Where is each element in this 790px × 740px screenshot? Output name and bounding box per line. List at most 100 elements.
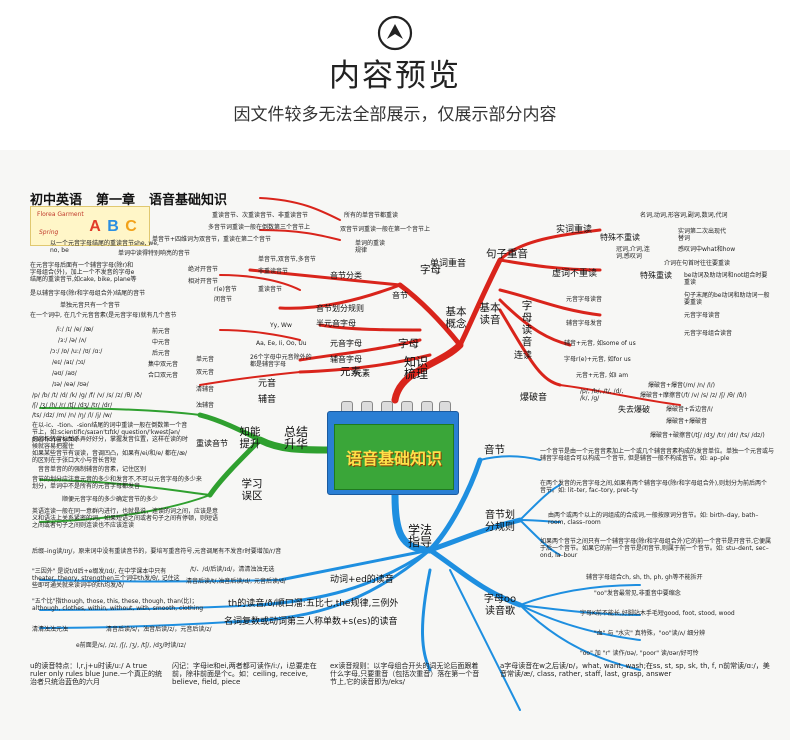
syllable-concept-label: 音节 — [392, 291, 408, 300]
consonant-row-1: /ʃ/ /ʒ/ /h/ /r/ /tʃ/ /dʒ/ /tr/ /dr/ — [32, 402, 113, 409]
consonant-row-0: /p/ /b/ /t/ /d/ /k/ /g/ /f/ /v/ /s/ /z/ … — [32, 392, 142, 399]
red-branch-basic-concepts — [397, 282, 463, 348]
blue-trunk-method — [391, 491, 434, 554]
syllable-class: 音节分类 — [330, 271, 362, 280]
abc-caption-2: Spring — [39, 229, 59, 236]
vowel-row-1: /ɜ:/ /ə/ /ʌ/ — [58, 337, 87, 344]
stress-rule-1: 双音节词重读一般在第一个音节上 — [340, 226, 431, 233]
ed-rule: /t/、/d/后读/ɪd/，清清浊浊无选 — [190, 566, 275, 573]
vowel-read-note: 元音字母读音 — [684, 312, 721, 319]
letter-branch-label: 字母 — [420, 264, 441, 276]
vowel-label: 元音 — [258, 379, 277, 389]
scroll-up-icon[interactable] — [376, 14, 414, 52]
open-syllable-note: 在元音字母后面有一个辅音字母(除r)和字母组合(外)，加上一个不发音的字母e结尾… — [30, 262, 137, 283]
closed-syllable-note: 是以辅音字母(除r和字母组合外)结尾的音节 — [30, 290, 146, 297]
abc-letter-b: B — [107, 218, 119, 235]
lose-plosion-label: 失去爆破 — [618, 405, 650, 414]
vowel-type-3: 集中双元音 — [148, 361, 179, 368]
chapter-number: 第一章 — [96, 192, 136, 207]
division-rule-3: 如果两个音节之间只有一个辅音字母(除r和字母组合外)它的前一个音节是开音节,它便… — [540, 538, 772, 559]
consonant-note: 在以-ic、-tion、-sion结尾的词中重读一般在倒数第一个音节上，如:sc… — [32, 422, 188, 443]
special-stress-note: 介词在句首时往往要重读 — [664, 260, 731, 267]
real-words-list: 名词,动词,形容词,副词,数词,代词 — [640, 212, 728, 219]
liaison-rule: 辅音+元音, 如some of us — [564, 340, 636, 347]
oo-note-1: 辅音字母组合ch, sh, th, ph, gh等不能拆开 — [586, 574, 703, 581]
plosion-item-0: 爆破音+爆音(/m/ /n/ /l/) — [648, 382, 715, 389]
syllable-division: 音节划分规则 — [316, 304, 364, 313]
abc-letter-c: C — [125, 218, 137, 235]
word-stress-label: 单词重音 — [430, 259, 467, 269]
vowel-count-note: 顺便元音字母的多少确定音节的多少 — [62, 496, 159, 503]
plosion-item-4: 爆破音+破擦音(/tʃ/ /dʒ/ /tr/ /dr/ /ts/ /dz/) — [650, 432, 765, 439]
special-note-1: 实词第二次出现代替词 — [678, 228, 727, 242]
vowel-letters: Aa, Ee, Ii, Oo, Uu — [256, 340, 307, 347]
sentence-stress-label: 句子重音 — [486, 248, 528, 260]
consonant-letters: 26个字母中元音除外的都是辅音字母 — [250, 354, 312, 368]
stress-rule-0: 所有的单音节都重读 — [344, 212, 399, 219]
syllable-division-label: 音节划分规则 — [485, 510, 515, 533]
letter-reading-label: 字母读音 — [521, 300, 533, 348]
misconception-label: 学习误区 — [241, 478, 263, 502]
consonant-type-1: 浊辅音 — [196, 402, 215, 409]
half-vowel-label: 半元音字母 — [316, 319, 356, 328]
green-branch-ability — [197, 412, 263, 443]
abc-caption: Florea Garment — [37, 211, 84, 218]
plosion-sounds: /p/, /b/, /t/, /d/, /k/, /g/ — [580, 388, 624, 402]
basic-reading-label: 基本读音 — [479, 302, 501, 326]
stress-note-0: 把音标转音标关系弄好好分，掌握发音位置，这样在读的时候就容易把握住 — [32, 436, 189, 450]
elements-label: 元素 — [354, 369, 370, 378]
division-note: 在一个词中, 在几个元音音素(是元音字母)就有几个音节 — [30, 312, 177, 319]
liaison-rule-2: 字母r(e)+元音, 如for us — [564, 356, 631, 363]
oo-note-3: 字母K前不能长,好脚站木手毛短good, foot, stood, wood — [580, 610, 735, 617]
page-subtitle: 因文件较多无法全部展示，仅展示部分内容 — [233, 105, 557, 125]
plosion-item-1: 爆破音+摩擦音(/f/ /v/ /s/ /z/ /ʃ/ /θ/ /ð/) — [640, 392, 747, 399]
ed-note-0: "三因外" 是说t/d后+e缀发/ɪd/, 在中学课本中只有theater, t… — [32, 568, 180, 589]
central-topic-title: 语音基础知识 — [345, 449, 442, 468]
basic-concepts-label: 基本概念 — [445, 306, 467, 330]
page-title: 内容预览 — [329, 58, 461, 94]
syllable-class-item-0: 非重读音节 — [258, 268, 289, 275]
half-vowel-letters: Yy, Ww — [270, 322, 292, 329]
vowel-row-2: /ɔ:/ /ɒ/ /u:/ /ʊ/ /ɑ:/ — [50, 348, 103, 355]
ability-label: 知能提升 — [239, 426, 261, 450]
stress-note-1: 如果某些音节有误读，音调凹凸，如果有/ei/和/e/ 都在/æ/的区别在于张口大… — [32, 450, 187, 464]
single-vowel-note: 单词中读得特别响亮的音节 — [118, 250, 191, 257]
stress-rule-4: 单音节+四维词为双音节，重读在第二个音节 — [152, 236, 272, 243]
syllable-method-label: 音节 — [484, 444, 505, 456]
stress-rule-2: 重读音节、次重读音节、非重读音节 — [212, 212, 309, 219]
stress-rule-3: 多音节词重读一般在倒数第三个音节上 — [208, 224, 311, 231]
red-branch-basic-reading — [457, 257, 503, 348]
ed-note-1: "五个比"指though, those, this, these, though… — [32, 598, 204, 612]
plural-rule-2: 清音后读/s/，浊音后读/z/，元音后读/z/ — [106, 626, 212, 633]
mind-map-branches — [39, 197, 681, 711]
plosion-item-3: 爆破音+爆破音 — [666, 418, 708, 425]
syllable-class-item-2: 重读音节 — [258, 286, 283, 293]
end-note: 句子末尾的be动词和助动词一般要重读 — [684, 292, 770, 306]
special-note-2: 感叹词中what和how — [678, 246, 736, 253]
ing-note: 后缀–ing读/ɪŋ/，原来词中没有重读音节的，要培写重音符号,元音调尾有不发音… — [32, 548, 282, 555]
syllable-type-2: 闭音节 — [214, 296, 233, 303]
green-branch-misconception — [207, 437, 263, 498]
central-topic-card: 语音基础知识 — [327, 401, 459, 495]
abc-letter-a: A — [89, 218, 101, 235]
be-note: be动词及助动词和not组合时要重读 — [684, 272, 768, 286]
plosion-item-2: 爆破音+舌边音/l/ — [666, 406, 713, 413]
vowel-type-2: 后元音 — [152, 350, 171, 357]
consonant-type-0: 清辅音 — [196, 386, 215, 393]
syllable-type-0: 绝对开音节 — [188, 266, 219, 273]
special-label: 特殊不重读 — [600, 233, 640, 242]
ex-note: ex读音规则：以字母组合开头的词无论后面跟着什么字母,只要重音（包括次重音）落在… — [330, 662, 480, 686]
oo-note-5: "oo" 加 "r" 读作/ʊə/, "poor" 读/ʊər/好可怜 — [580, 650, 699, 657]
syllable-class-item-1: 单音节,双音节,多音节 — [258, 256, 316, 263]
ed-rule-2: 清音后读/t/,浊音后读/d/, 元音后读/d/ — [186, 578, 286, 585]
stress-head: 重读音节 — [196, 439, 228, 448]
plural-reading-label: 名词复数或动词第三人称单数+s(es)的读音 — [224, 617, 398, 627]
r-syllable-note: 单独元音只有一个音节 — [60, 302, 121, 309]
a-note: a字母读音在w之后读/ɒ/，what, want, wash;在ss, st, … — [500, 662, 770, 678]
division-rule-2: 由两个或两个以上的词组成的合成词,一般按原词分音节。如: birth–day, … — [548, 512, 759, 526]
vowel-letter-label: 元音字母 — [330, 339, 362, 348]
vowel-row-5: /ɪə/ /eə/ /ʊə/ — [52, 381, 89, 388]
method-label: 学法指导 — [407, 523, 432, 549]
vowel-read: 元音字母读音 — [566, 296, 603, 303]
plosion-label: 爆破音 — [520, 393, 548, 403]
